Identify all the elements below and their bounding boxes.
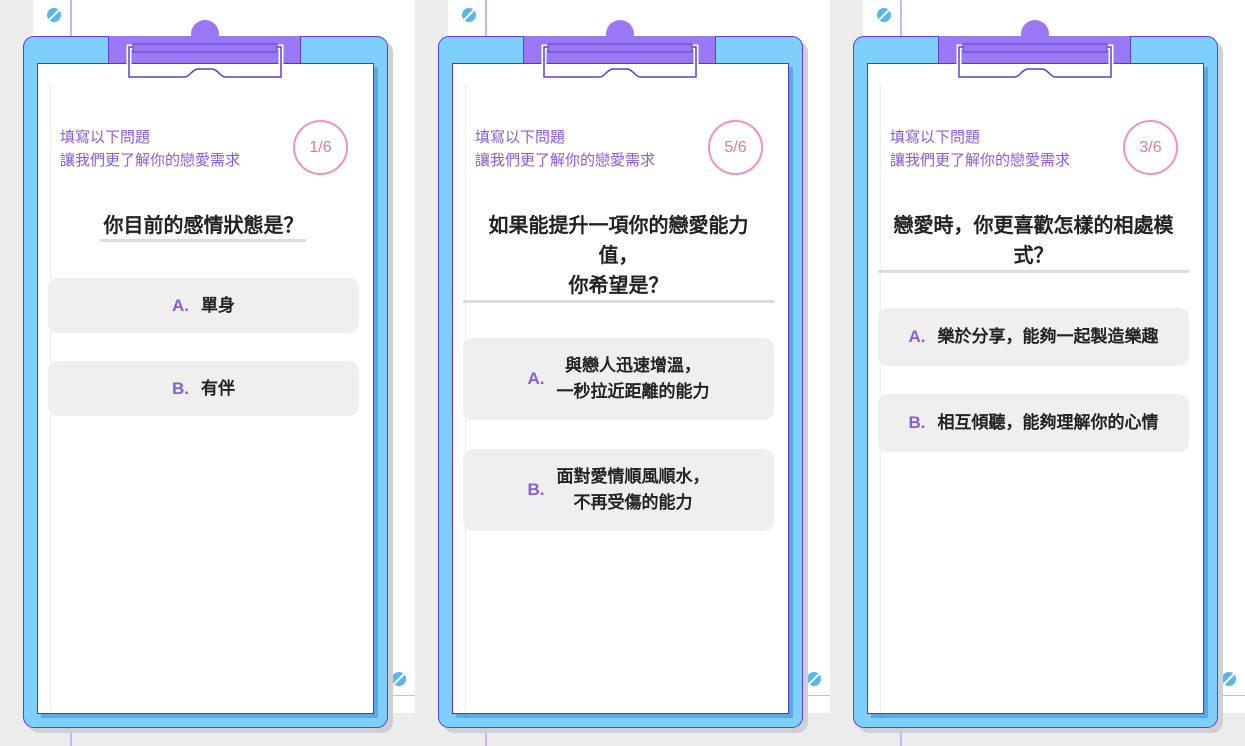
question-title: 你目前的感情狀態是？ [48, 211, 359, 241]
question-underline [878, 270, 1189, 273]
question-underline [100, 239, 306, 242]
option-letter: B. [172, 378, 189, 398]
divider [70, 0, 72, 36]
option-a-button[interactable]: A. 與戀人迅速增溫， 一秒拉近距離的能力 [463, 338, 774, 420]
clip-icon [540, 43, 700, 81]
quiz-panel-2: 填寫以下問題讓我們更了解你的戀愛需求 5/6 如果能提升一項你的戀愛能力值， 你希… [415, 0, 830, 746]
instructions: 填寫以下問題讓我們更了解你的戀愛需求 [890, 126, 1070, 172]
instructions-line-2: 讓我們更了解你的戀愛需求 [60, 152, 241, 169]
question-line: 如果能提升一項你的戀愛能力 [488, 215, 749, 237]
question-underline [463, 300, 774, 303]
progress-counter: 1/6 [293, 120, 348, 175]
option-text-line: 樂於分享，能夠一起製造樂趣 [937, 327, 1159, 346]
option-text-line: 有伴 [201, 378, 235, 398]
option-a-button[interactable]: A. 樂於分享，能夠一起製造樂趣 [878, 308, 1189, 366]
option-text: 有伴 [201, 376, 235, 402]
divider [803, 695, 830, 696]
option-text-line: 不再受傷的能力 [573, 493, 693, 512]
instructions-line-1: 填寫以下問題 [60, 129, 151, 146]
instructions-line-1: 填寫以下問題 [890, 129, 981, 146]
option-text-line: 相互傾聽，能夠理解你的心情 [937, 413, 1159, 432]
option-letter: B. [527, 480, 545, 499]
question-line: 你希望是？ [568, 275, 669, 297]
question-title: 戀愛時，你更喜歡怎樣的相處模式？ [878, 211, 1189, 271]
divider [485, 0, 487, 36]
question-line: 你目前的感情狀態是？ [103, 215, 304, 237]
option-text-line: 面對愛情順風順水， [556, 467, 710, 486]
question-line: 值， [598, 245, 639, 267]
progress-counter: 5/6 [708, 120, 763, 175]
clip-icon [125, 43, 285, 81]
divider [70, 714, 72, 746]
option-text: 樂於分享，能夠一起製造樂趣 [938, 324, 1159, 350]
instructions: 填寫以下問題讓我們更了解你的戀愛需求 [60, 126, 240, 172]
instructions-line-2: 讓我們更了解你的戀愛需求 [475, 152, 656, 169]
instructions-line-2: 讓我們更了解你的戀愛需求 [890, 152, 1071, 169]
quiz-panel-1: 填寫以下問題讓我們更了解你的戀愛需求 1/6 你目前的感情狀態是？ A. 單身 B.… [0, 0, 415, 746]
clip-icon [955, 43, 1115, 81]
divider [900, 0, 902, 36]
option-text-line: 單身 [201, 295, 235, 315]
pill-icon [807, 672, 821, 686]
pill-icon [1222, 672, 1236, 686]
option-letter: B. [908, 413, 926, 432]
pill-icon [462, 8, 476, 22]
option-b-button[interactable]: B. 相互傾聽，能夠理解你的心情 [878, 394, 1189, 452]
option-text: 相互傾聽，能夠理解你的心情 [938, 410, 1159, 436]
option-letter: A. [908, 327, 926, 346]
option-text: 與戀人迅速增溫， 一秒拉近距離的能力 [557, 353, 710, 405]
question-title: 如果能提升一項你的戀愛能力值， 你希望是？ [463, 211, 774, 301]
pill-icon [877, 8, 891, 22]
divider [1218, 695, 1245, 696]
question-line: 戀愛時，你更喜歡怎樣的相處模 [893, 215, 1174, 237]
instructions: 填寫以下問題讓我們更了解你的戀愛需求 [475, 126, 655, 172]
option-text-line: 一秒拉近距離的能力 [556, 382, 710, 401]
question-line: 式？ [1013, 245, 1054, 267]
instructions-line-1: 填寫以下問題 [475, 129, 566, 146]
option-text: 面對愛情順風順水， 不再受傷的能力 [557, 464, 710, 516]
option-a-button[interactable]: A. 單身 [48, 278, 359, 333]
option-text-line: 與戀人迅速增溫， [565, 356, 701, 375]
progress-counter: 3/6 [1123, 120, 1178, 175]
option-text: 單身 [201, 293, 235, 319]
divider [485, 714, 487, 746]
quiz-panel-3: 填寫以下問題讓我們更了解你的戀愛需求 3/6 戀愛時，你更喜歡怎樣的相處模式？ … [830, 0, 1245, 746]
pill-icon [392, 672, 406, 686]
pill-icon [47, 8, 61, 22]
divider [900, 714, 902, 746]
option-b-button[interactable]: B. 有伴 [48, 361, 359, 416]
option-letter: A. [172, 295, 189, 315]
option-letter: A. [527, 369, 545, 388]
divider [388, 695, 415, 696]
option-b-button[interactable]: B. 面對愛情順風順水， 不再受傷的能力 [463, 449, 774, 531]
